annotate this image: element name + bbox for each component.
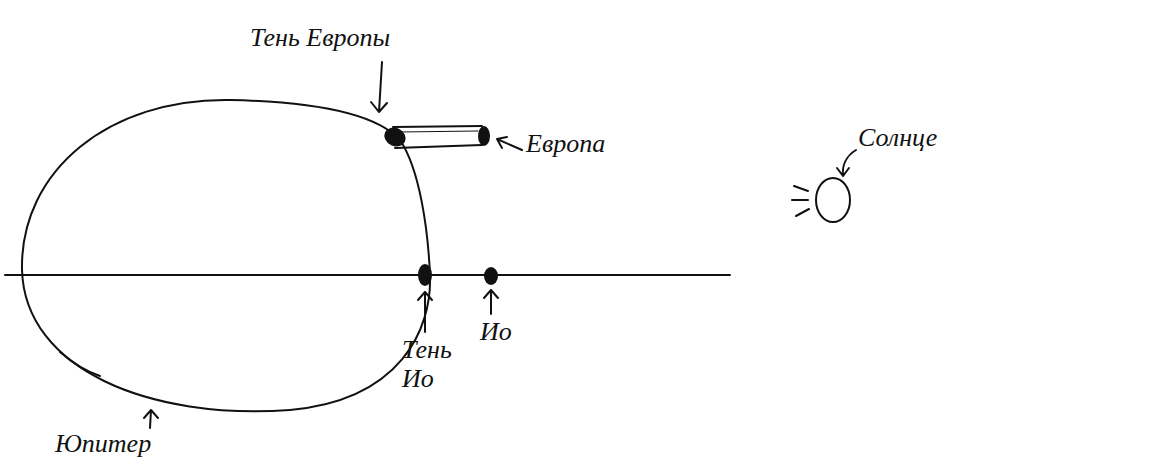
callout-label: Европа [526, 130, 666, 159]
planet-label: Юпитер [55, 430, 215, 459]
callout-label: Солнце [858, 124, 1008, 153]
leader-arrow [837, 150, 856, 176]
leader-arrow [144, 410, 158, 428]
europa-shadow [381, 124, 409, 150]
sun-ray [794, 186, 808, 191]
leader-arrow [484, 290, 498, 314]
callout-label: Ио [480, 318, 540, 347]
callout-label: Тень Ио [402, 336, 464, 393]
plane-line [5, 274, 730, 276]
callout-label: Тень Европы [250, 24, 450, 53]
sketch-stroke [60, 352, 100, 376]
europa [478, 126, 490, 146]
leader-arrow [371, 62, 387, 112]
sun-circle [816, 178, 850, 222]
shadow-cone [400, 131, 478, 132]
leader-arrow [418, 292, 432, 332]
leader-arrow [497, 137, 522, 150]
sun-ray [796, 209, 809, 216]
sun-ray [792, 199, 808, 201]
io-shadow [418, 264, 432, 286]
io [484, 267, 498, 285]
shadow-cone [393, 126, 482, 127]
shadow-cone [395, 145, 482, 148]
jupiter-outline [22, 100, 430, 411]
